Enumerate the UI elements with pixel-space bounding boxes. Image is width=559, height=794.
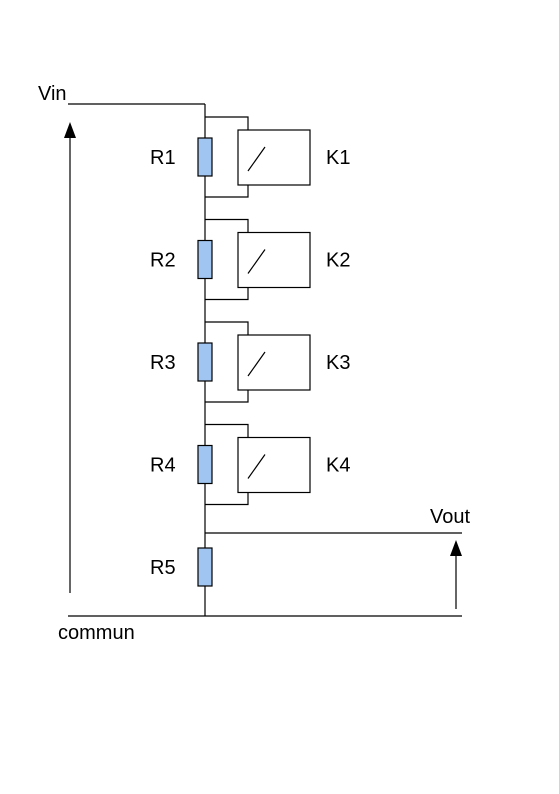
common-label: commun — [58, 622, 135, 644]
relay-bottom-wire — [205, 287, 249, 301]
switch-contact-icon — [247, 454, 266, 479]
resistor-r2 — [197, 239, 213, 280]
resistor-r4 — [197, 444, 213, 485]
relay-top-wire — [205, 218, 249, 233]
switch-contact-icon — [247, 249, 266, 274]
relay-top-wire — [205, 116, 249, 130]
vout-label: Vout — [430, 506, 470, 528]
relay-bottom-wire — [205, 185, 249, 198]
switch-contact-icon — [247, 351, 266, 377]
relay-box-k3 — [237, 334, 311, 391]
relay-bottom-wire — [205, 390, 249, 403]
resistor-r3 — [197, 342, 213, 382]
relay-box-k4 — [237, 436, 311, 494]
switch-contact-icon — [247, 146, 266, 172]
vin-arrow-head — [64, 122, 76, 138]
resistor-label-r1: R1 — [150, 147, 176, 169]
relay-bottom-wire — [205, 492, 249, 506]
relay-label-k2: K2 — [326, 250, 350, 272]
relay-top-wire — [205, 321, 249, 335]
resistor-r1 — [197, 137, 213, 177]
resistor-label-r2: R2 — [150, 250, 176, 272]
relay-label-k3: K3 — [326, 352, 350, 374]
resistor-r5 — [197, 547, 213, 587]
resistor-label-r3: R3 — [150, 352, 176, 374]
relay-label-k4: K4 — [326, 455, 350, 477]
vout-arrow-head — [450, 540, 462, 556]
resistor-label-r4: R4 — [150, 455, 176, 477]
relay-label-k1: K1 — [326, 147, 350, 169]
resistor-label-r5: R5 — [150, 557, 176, 579]
relay-box-k2 — [237, 231, 311, 289]
vin-label: Vin — [38, 83, 67, 105]
relay-box-k1 — [237, 129, 311, 186]
relay-top-wire — [205, 423, 249, 438]
